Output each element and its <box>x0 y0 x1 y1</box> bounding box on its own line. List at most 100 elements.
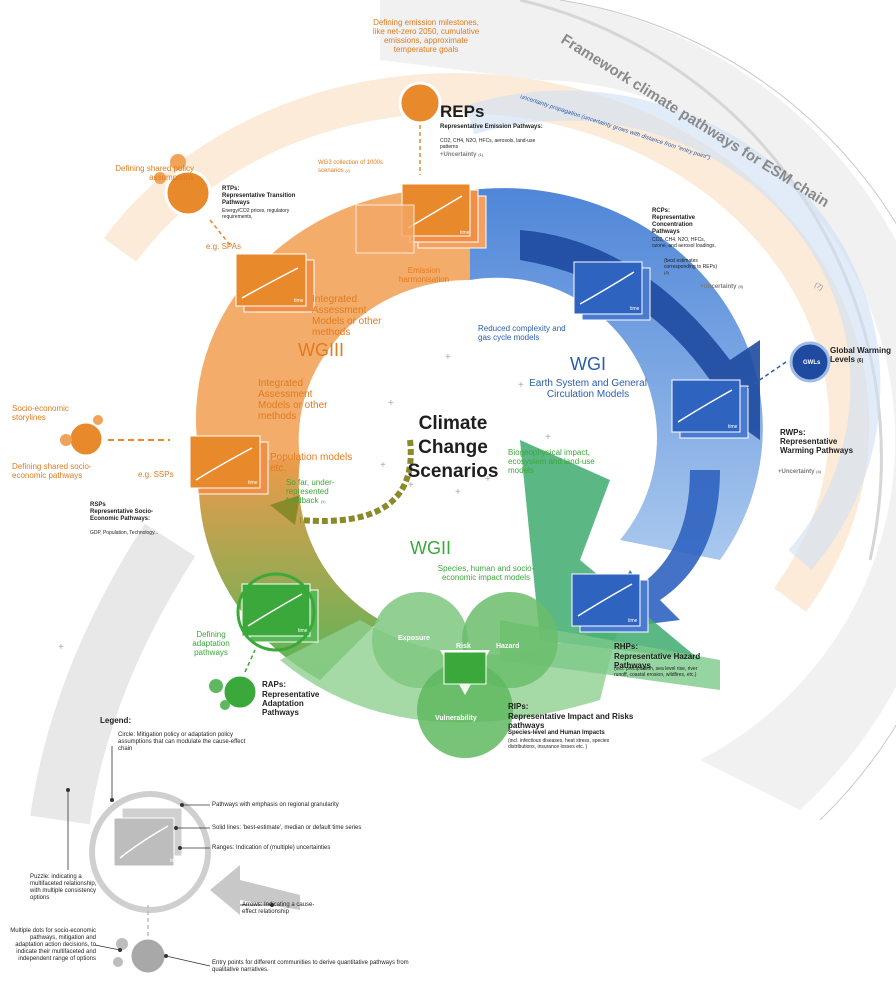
svg-text:Hazard: Hazard <box>496 643 519 650</box>
rips-title: RIPs: <box>508 702 529 711</box>
time-labels: time time time time time time time time <box>170 230 738 864</box>
rwps-panel <box>671 379 749 439</box>
feedback-arrowhead <box>270 495 300 525</box>
center-markers: +++ +++ +++ <box>58 352 551 653</box>
legend-title: Legend: <box>100 716 132 725</box>
iam-top: Integrated Assessment Models or other me… <box>312 294 382 338</box>
svg-text:Exposure: Exposure <box>398 635 430 642</box>
reps-uncertainty: +Uncertainty (1) <box>440 152 484 158</box>
rtps-title: RTPs: <box>222 186 240 192</box>
legend-ranges: Ranges: Indication of (multiple) uncerta… <box>212 845 331 851</box>
svg-text:time: time <box>298 628 308 634</box>
svg-text:time: time <box>294 298 304 304</box>
raps-panel <box>236 572 319 652</box>
svg-text:+: + <box>545 432 551 443</box>
svg-text:+: + <box>518 380 524 391</box>
socio-entry-circle <box>67 420 105 458</box>
risk-labels: Exposure Risk Hazard Vulnerability <box>398 635 519 722</box>
population-models: Population models etc. <box>270 452 353 474</box>
rwps-uncertainty: +Uncertainty (4) <box>778 469 822 475</box>
legend-circle: Circle: Mitigation policy or adaptation … <box>118 732 246 752</box>
reps-defining: Defining emission milestones, like net-z… <box>372 18 480 54</box>
socio-dot-2 <box>93 415 103 425</box>
outer-light-ring-blue <box>465 90 881 570</box>
rwps-subtitle: Representative Warming Pathways <box>780 437 854 455</box>
rhps-panel <box>571 573 649 633</box>
green-arrow-to-hazard <box>520 440 700 660</box>
rsps-details: GDP, Population, Technology... <box>90 530 159 536</box>
raps-dot-1 <box>209 679 223 693</box>
rcps-best-estimates: (best estimates corresponding to REPs) (… <box>664 258 718 275</box>
species-models: Species, human and socio-economic impact… <box>437 564 535 582</box>
legend-regional: Pathways with emphasis on regional granu… <box>212 802 339 808</box>
reps-panel <box>401 183 487 249</box>
gwls-badge-label: GWLs <box>803 360 821 366</box>
rtps-panel <box>235 253 315 313</box>
rsps-panel <box>189 435 269 495</box>
iam-mid: Integrated Assessment Models or other me… <box>258 378 328 422</box>
rsps-subtitle: Representative Socio-Economic Pathways: <box>90 509 154 522</box>
svg-text:+: + <box>388 398 394 409</box>
reduced-complexity: Reduced complexity and gas cycle models <box>478 324 566 342</box>
rtps-eg: e.g. SPAs <box>206 242 241 251</box>
legend-entry: Entry points for different communities t… <box>212 960 409 973</box>
esm-models: Earth System and General Circulation Mod… <box>529 378 647 400</box>
legend-arrows: Arrows: Indicating a cause-effect relati… <box>242 902 315 915</box>
svg-text:time: time <box>630 306 640 312</box>
wg3-collection: WG3 collection of 1000s scenarios (2) <box>318 160 384 174</box>
rips-subtitle: Representative Impact and Risks pathways <box>508 712 634 730</box>
rcps-panel <box>573 261 651 321</box>
wg2-label: WGII <box>410 538 451 558</box>
gwls-label: Global Warming Levels (6) <box>830 346 892 364</box>
svg-text:Risk: Risk <box>456 643 471 650</box>
legend-graphics <box>89 791 300 976</box>
socio-storylines: Socio-economic storylines <box>12 404 69 422</box>
raps-defining: Defining adaptation pathways <box>192 630 230 657</box>
raps-policy-circle <box>221 673 259 711</box>
legend-solid-lines: Solid lines: 'best-estimate', median or … <box>212 825 362 831</box>
feedback-text: So far, under-represented feedback (9) <box>286 478 335 505</box>
rcps-subtitle: Representative Concentration Pathways <box>652 215 696 235</box>
svg-text:+: + <box>445 352 451 363</box>
rcps-title: RCPs: <box>652 208 671 214</box>
reps-details: CO2, CH4, N2O, HFCs, aerosols, land-use … <box>440 138 536 150</box>
rcps-details: CO2, CH4, N2O, HFCs, ozone, and aerosol … <box>652 237 716 249</box>
socio-eg: e.g. SSPs <box>138 470 174 479</box>
risk-trefoil <box>372 592 558 758</box>
rtps-dashed-arrow <box>209 219 231 246</box>
reps-entry-circle <box>398 81 442 125</box>
raps-dot-2 <box>220 700 230 710</box>
raps-dashed-arrow <box>244 649 256 673</box>
blue-ring-segment <box>470 188 763 561</box>
rtps-details: Energy/CO2 prices, regulatory requiremen… <box>222 208 290 220</box>
rtps-subtitle: Representative Transition Pathways <box>222 193 296 206</box>
framework-outer-line <box>559 0 896 821</box>
rtps-dot-1 <box>170 154 186 170</box>
legend-dots: Multiple dots for socio-economic pathway… <box>10 928 96 962</box>
legend-puzzle: Puzzle: indicating a multifaceted relati… <box>30 874 97 901</box>
rtps-policy-circle <box>164 169 212 217</box>
orange-ring-segment <box>195 188 470 460</box>
rtps-dot-2 <box>154 172 166 184</box>
rhps-title: RHPs: <box>614 642 639 651</box>
rtps-defining: Defining shared policy assumptions <box>115 164 194 182</box>
legend-leader-dots <box>66 788 274 958</box>
raps-title: RAPs: <box>262 680 287 689</box>
wg3-label: WGIII <box>298 340 344 360</box>
rsps-title: RSPs <box>90 502 106 508</box>
svg-text:time: time <box>628 618 638 624</box>
rips-details: (incl. infectious diseases, heat stress,… <box>508 738 610 750</box>
svg-text:+: + <box>408 480 414 491</box>
svg-text:time: time <box>460 230 470 236</box>
orange-green-ring-segment <box>198 460 380 680</box>
svg-text:Vulnerability: Vulnerability <box>435 715 477 722</box>
svg-text:+: + <box>485 474 491 485</box>
gwls-badge <box>789 341 831 383</box>
rhps-subtitle: Representative Hazard Pathways <box>614 652 701 670</box>
rips-species: Species-level and Human Impacts <box>508 730 605 736</box>
legend-band <box>30 523 196 825</box>
reps-subtitle: Representative Emission Pathways: <box>440 124 543 130</box>
legend-leaders <box>67 746 272 967</box>
